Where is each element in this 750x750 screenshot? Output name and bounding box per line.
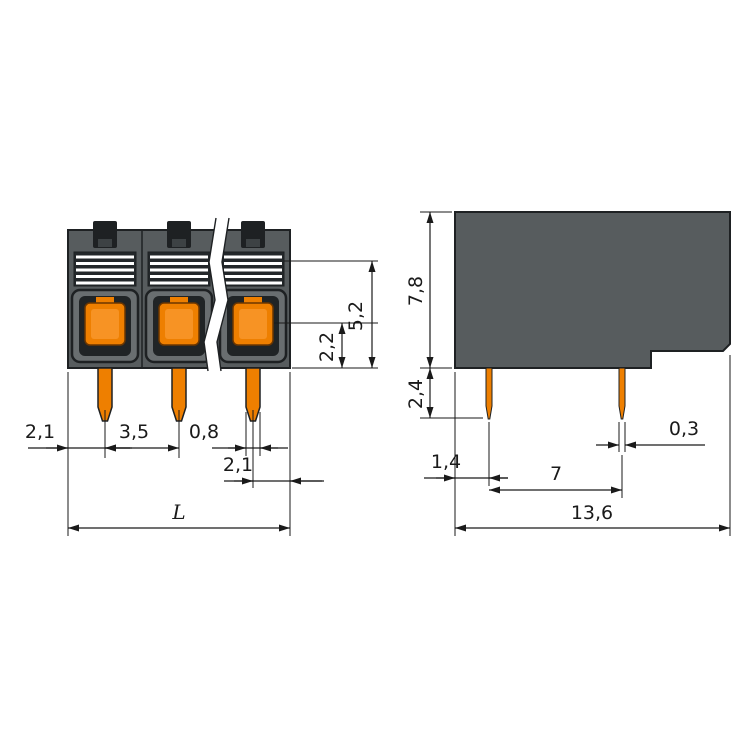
dim-pin-pitch: 3,5 xyxy=(105,421,179,452)
side-housing-body xyxy=(454,211,731,369)
dim-label-last-pin-to-edge: 2,1 xyxy=(223,454,253,476)
dim-label-edge-to-first-pin: 2,1 xyxy=(25,421,55,443)
dim-label-pin-length: 2,4 xyxy=(405,379,427,409)
dim-label-side-edge-to-pin: 1,4 xyxy=(431,451,461,473)
side-pin-front xyxy=(485,367,493,420)
dim-side-edge-to-pin: 1,4 xyxy=(424,451,508,482)
dim-label-housing-depth: 13,6 xyxy=(571,502,613,524)
dim-side-pin-thickness: 0,3 xyxy=(596,418,705,449)
dim-last-pin-to-edge: 2,1 xyxy=(223,454,324,485)
dim-label-pin-width: 0,8 xyxy=(189,421,219,443)
dim-edge-to-first-pin: 2,1 xyxy=(25,421,132,452)
dim-side-pin-spacing: 7 xyxy=(489,463,622,494)
dim-label-side-pin-spacing: 7 xyxy=(550,463,562,485)
dimensions: 2,1 3,5 0,8 2,1 L 2,2 5,2 xyxy=(25,212,730,532)
break-edge-right xyxy=(216,217,230,372)
front-view xyxy=(67,217,291,423)
dim-label-pin-pitch: 3,5 xyxy=(119,421,149,443)
dim-label-total-length: L xyxy=(171,500,185,524)
dim-total-length: L xyxy=(68,500,290,532)
break-edge-left xyxy=(203,217,217,372)
dim-pin-length: 2,4 xyxy=(405,368,434,418)
dim-housing-height: 7,8 xyxy=(405,212,434,368)
dim-actuator-depth: 2,2 xyxy=(316,323,346,368)
dim-label-opening-depth: 5,2 xyxy=(345,301,367,331)
dim-opening-depth: 5,2 xyxy=(345,261,376,368)
side-pin-rear xyxy=(618,367,626,420)
dim-label-actuator-depth: 2,2 xyxy=(316,332,338,362)
dim-pin-width: 0,8 xyxy=(189,421,288,452)
dim-label-housing-height: 7,8 xyxy=(405,276,427,306)
side-view xyxy=(454,211,731,420)
dim-label-side-pin-thickness: 0,3 xyxy=(669,418,699,440)
dim-housing-depth: 13,6 xyxy=(455,502,730,532)
